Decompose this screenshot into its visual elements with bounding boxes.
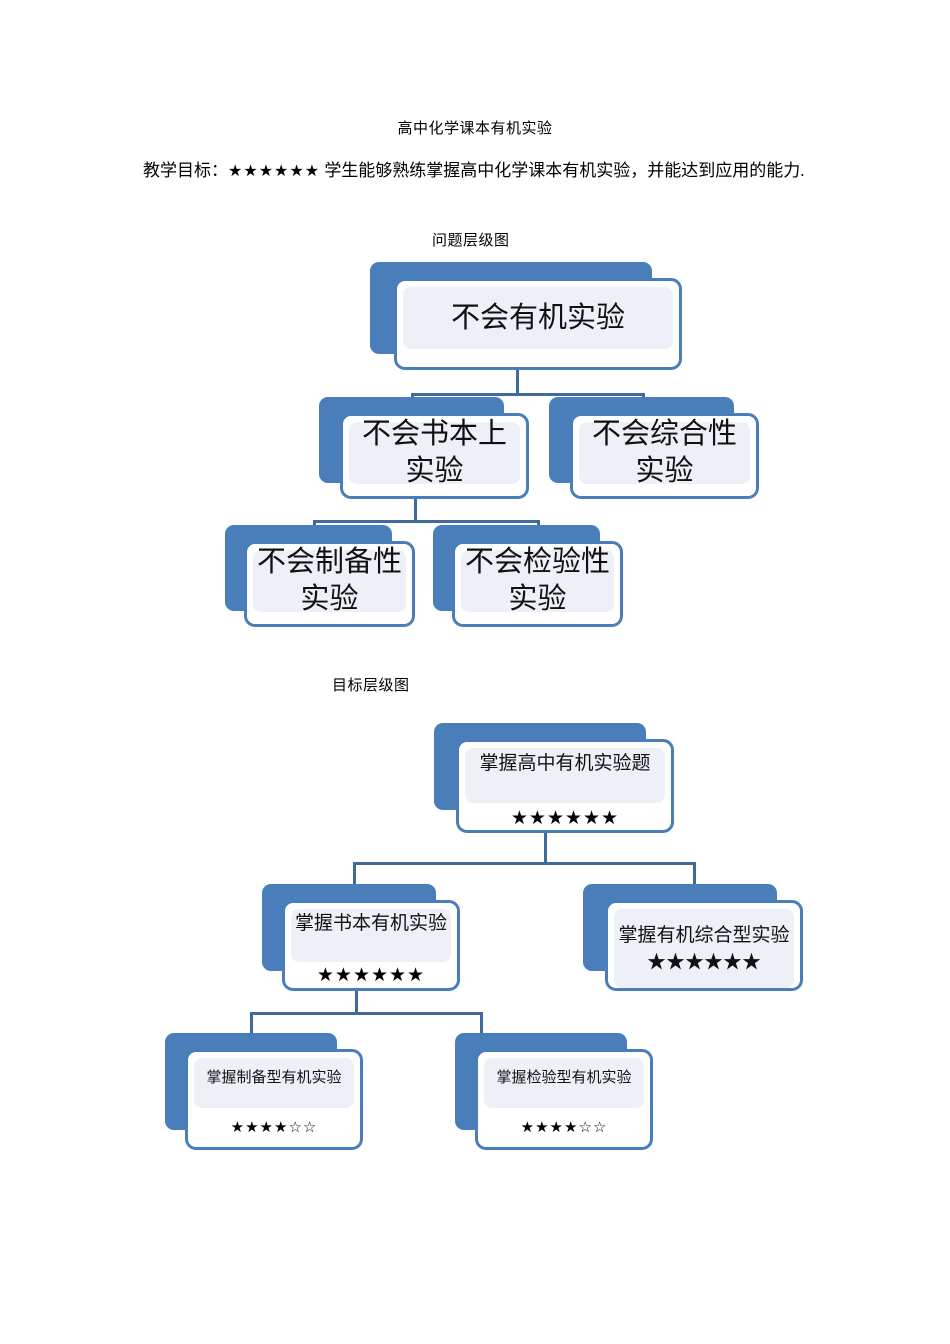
diagram-1-connector-root-bar <box>411 393 645 396</box>
node-rating: ★★★★☆☆ <box>230 1118 318 1136</box>
node-inner-panel: 掌握高中有机实验题 <box>465 748 665 803</box>
diagram-1-level2-right-node: 不会综合性实验 <box>549 397 759 499</box>
diagram-2-level2-right-node: 掌握有机综合型实验★★★★★★ <box>583 884 803 991</box>
diagram-2-connector-level2-bar <box>250 1012 483 1015</box>
node-inner-panel: 不会综合性实验 <box>579 418 750 487</box>
node-body: 掌握检验型有机实验 ★★★★☆☆ <box>475 1049 653 1150</box>
teaching-goal-line: 教学目标：★★★★★★ 学生能够熟练掌握高中化学课本有机实验，并能达到应用的能力… <box>143 158 833 184</box>
diagram-1-caption: 问题层级图 <box>432 233 510 249</box>
node-label: 掌握有机综合型实验★★★★★★ <box>618 924 790 973</box>
diagram-2-caption: 目标层级图 <box>332 678 410 694</box>
diagram-2-connector-level2-stem <box>355 991 358 1015</box>
diagram-1-root-node: 不会有机实验 <box>370 262 682 370</box>
node-inner-panel: 不会书本上实验 <box>349 418 520 487</box>
node-inner-panel: 不会有机实验 <box>403 287 673 349</box>
node-inner-panel: 不会制备性实验 <box>253 546 406 615</box>
node-label: 不会书本上实验 <box>361 418 507 487</box>
node-rating: ★★★★★★ <box>316 964 426 986</box>
node-label: 掌握高中有机实验题 <box>479 753 651 774</box>
node-inner-panel: 不会检验性实验 <box>461 546 614 615</box>
teaching-goal-label: 教学目标： <box>143 161 228 180</box>
teaching-goal-rating: ★★★★★★ <box>228 161 321 180</box>
diagram-1-connector-root-stem <box>516 370 519 396</box>
node-label: 不会制备性实验 <box>256 546 402 615</box>
teaching-goal-text: 学生能够熟练掌握高中化学课本有机实验，并能达到应用的能力. <box>320 161 805 180</box>
diagram-2-connector-level3-right-drop <box>480 1012 483 1036</box>
node-body: 不会制备性实验 <box>244 541 415 627</box>
diagram-2-connector-root-bar <box>353 862 696 865</box>
node-label: 掌握检验型有机实验 <box>496 1070 632 1086</box>
diagram-2-level3-right-node: 掌握检验型有机实验 ★★★★☆☆ <box>455 1033 653 1150</box>
node-rating: ★★★★★★ <box>510 807 620 829</box>
diagram-2-connector-root-stem <box>544 833 547 865</box>
node-inner-panel: 掌握书本有机实验 <box>291 909 451 962</box>
diagram-1-level3-left-node: 不会制备性实验 <box>225 525 415 627</box>
node-label: 不会综合性实验 <box>591 418 737 487</box>
node-body: 不会书本上实验 <box>340 413 529 499</box>
diagram-2-connector-level3-left-drop <box>250 1012 253 1036</box>
node-body: 掌握书本有机实验 ★★★★★★ <box>282 900 460 991</box>
node-inner-panel: 掌握制备型有机实验 <box>194 1058 354 1108</box>
diagram-1-connector-level2-stem <box>414 499 417 523</box>
diagram-2-connector-left-drop <box>353 862 356 886</box>
node-inner-panel: 掌握检验型有机实验 <box>484 1058 644 1108</box>
node-label: 掌握书本有机实验 <box>294 913 447 934</box>
node-rating: ★★★★☆☆ <box>520 1118 608 1136</box>
node-body: 不会有机实验 <box>394 278 682 370</box>
diagram-2-level2-left-node: 掌握书本有机实验 ★★★★★★ <box>262 884 460 991</box>
diagram-2-root-node: 掌握高中有机实验题 ★★★★★★ <box>434 723 674 833</box>
node-label: 不会检验性实验 <box>464 546 610 615</box>
diagram-1-connector-level2-bar <box>313 520 540 523</box>
node-inner-panel: 掌握有机综合型实验★★★★★★ <box>614 909 794 988</box>
diagram-2-connector-right-drop <box>693 862 696 886</box>
diagram-1-level2-left-node: 不会书本上实验 <box>319 397 529 499</box>
diagram-1-level3-right-node: 不会检验性实验 <box>433 525 623 627</box>
node-body: 掌握制备型有机实验 ★★★★☆☆ <box>185 1049 363 1150</box>
node-body: 不会综合性实验 <box>570 413 759 499</box>
node-body: 不会检验性实验 <box>452 541 623 627</box>
diagram-2-level3-left-node: 掌握制备型有机实验 ★★★★☆☆ <box>165 1033 363 1150</box>
node-label: 不会有机实验 <box>450 301 625 334</box>
node-body: 掌握有机综合型实验★★★★★★ <box>605 900 803 991</box>
node-body: 掌握高中有机实验题 ★★★★★★ <box>456 739 674 833</box>
page-title: 高中化学课本有机实验 <box>397 121 553 137</box>
node-label: 掌握制备型有机实验 <box>206 1070 342 1086</box>
